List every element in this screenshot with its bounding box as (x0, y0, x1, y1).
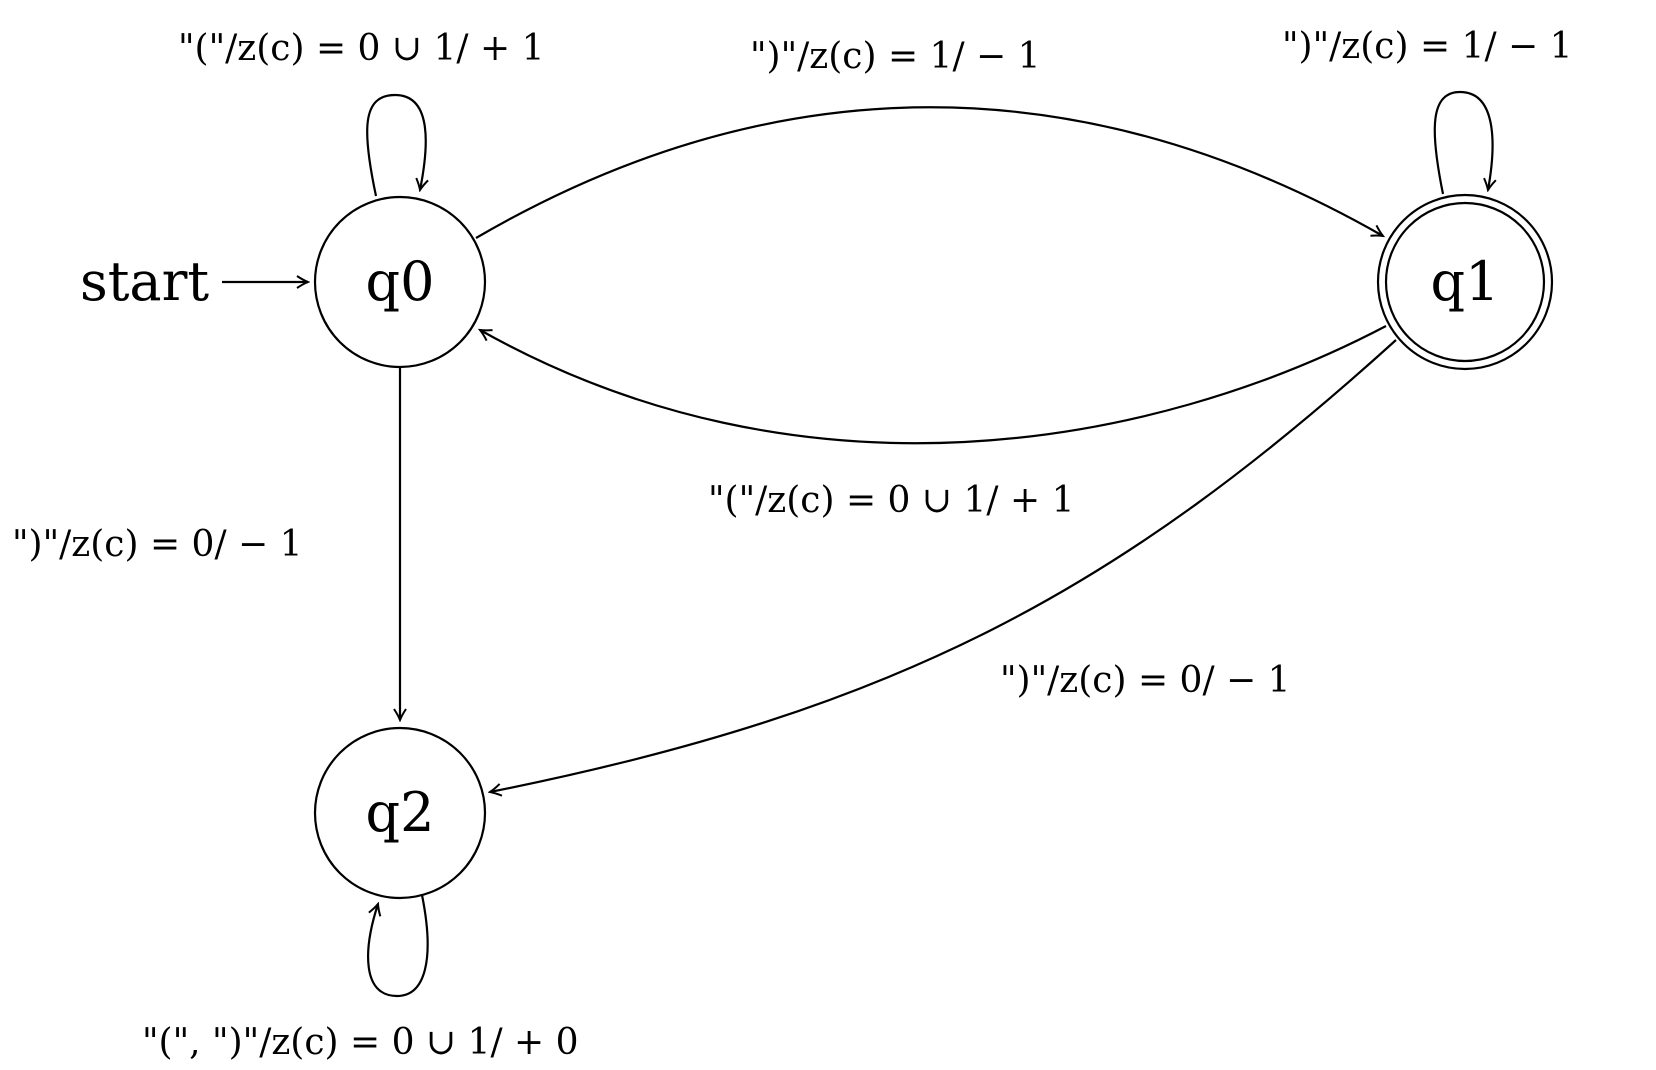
edge-label-q0-q2: ")"/z(c) = 0/ − 1 (12, 524, 303, 565)
state-q2-circle (313, 726, 487, 900)
state-q0-label: q0 (366, 250, 435, 313)
edge-q1-q1 (1433, 90, 1493, 195)
edge-q1-q0 (480, 325, 1387, 445)
edge-label-q0-q0: "("/z(c) = 0 ∪ 1/ + 1 (178, 28, 545, 69)
state-q0-circle (313, 195, 487, 369)
edge-label-q2-q2: "(", ")"/z(c) = 0 ∪ 1/ + 0 (142, 1022, 579, 1063)
edge-q0-q1 (475, 106, 1383, 239)
state-q1: q1 (1376, 193, 1554, 371)
edge-label-q0-q1: ")"/z(c) = 1/ − 1 (750, 36, 1041, 77)
edge-label-q1-q2: ")"/z(c) = 0/ − 1 (1000, 660, 1291, 701)
start-label: start (80, 250, 209, 313)
state-q1-inner-circle (1384, 201, 1546, 363)
edge-label-q1-q1: ")"/z(c) = 1/ − 1 (1282, 26, 1573, 67)
edge-label-q1-q0: "("/z(c) = 0 ∪ 1/ + 1 (708, 480, 1075, 521)
state-q2-label: q2 (366, 781, 435, 844)
edge-q0-q0 (366, 93, 426, 197)
edge-q1-q2 (490, 339, 1397, 792)
state-q0: q0 (313, 195, 487, 369)
state-q1-label: q1 (1431, 250, 1500, 313)
state-q2: q2 (313, 726, 487, 900)
edge-q2-q2 (367, 894, 429, 998)
